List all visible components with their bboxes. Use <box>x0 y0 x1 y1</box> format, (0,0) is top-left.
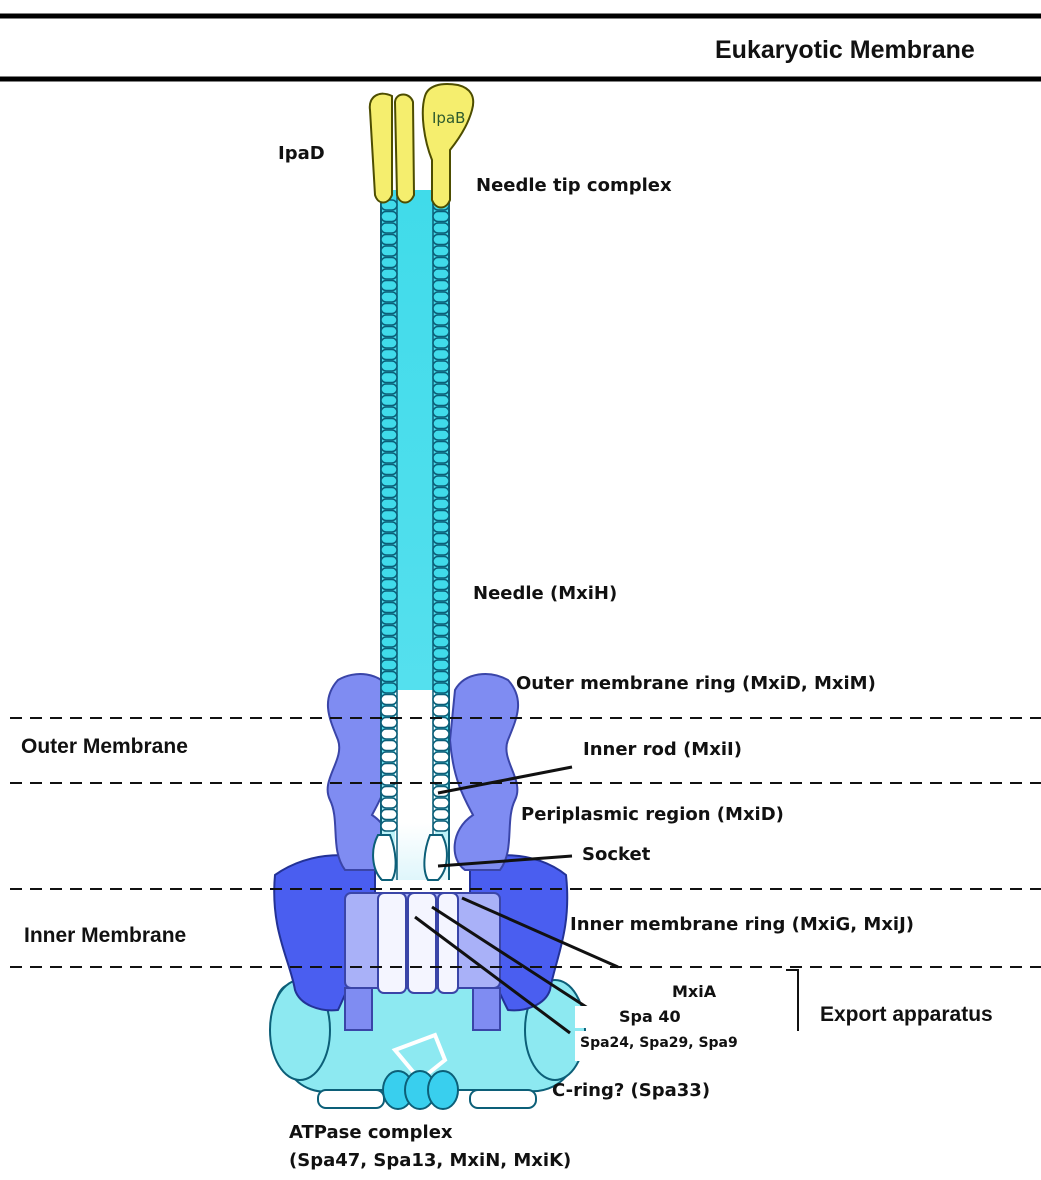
needle-label: Needle (MxiH) <box>473 583 617 604</box>
eukaryotic-membrane-label: Eukaryotic Membrane <box>715 36 975 65</box>
atpase-complex-members-label: (Spa47, Spa13, MxiN, MxiK) <box>289 1150 571 1171</box>
periplasmic-region-label: Periplasmic region (MxiD) <box>521 804 784 825</box>
export-apparatus-label: Export apparatus <box>820 1003 993 1027</box>
spa24-spa29-spa9-label: Spa24, Spa29, Spa9 <box>580 1035 738 1051</box>
socket-label: Socket <box>582 844 650 865</box>
outer-membrane-label: Outer Membrane <box>21 735 188 759</box>
outer-membrane-ring-label: Outer membrane ring (MxiD, MxiM) <box>516 673 876 694</box>
ipad-label: IpaD <box>278 143 325 164</box>
mxia-label: MxiA <box>672 982 716 1001</box>
inner-membrane-ring-label: Inner membrane ring (MxiG, MxiJ) <box>570 914 914 935</box>
c-ring-label: C-ring? (Spa33) <box>552 1080 710 1101</box>
inner-rod-label: Inner rod (MxiI) <box>583 739 742 760</box>
atpase-complex-label: ATPase complex <box>289 1122 453 1143</box>
inner-membrane-label: Inner Membrane <box>24 924 186 948</box>
ipab-label: IpaB <box>432 109 465 127</box>
needle-tip-complex-label: Needle tip complex <box>476 175 672 196</box>
spa40-label: Spa 40 <box>619 1007 681 1026</box>
